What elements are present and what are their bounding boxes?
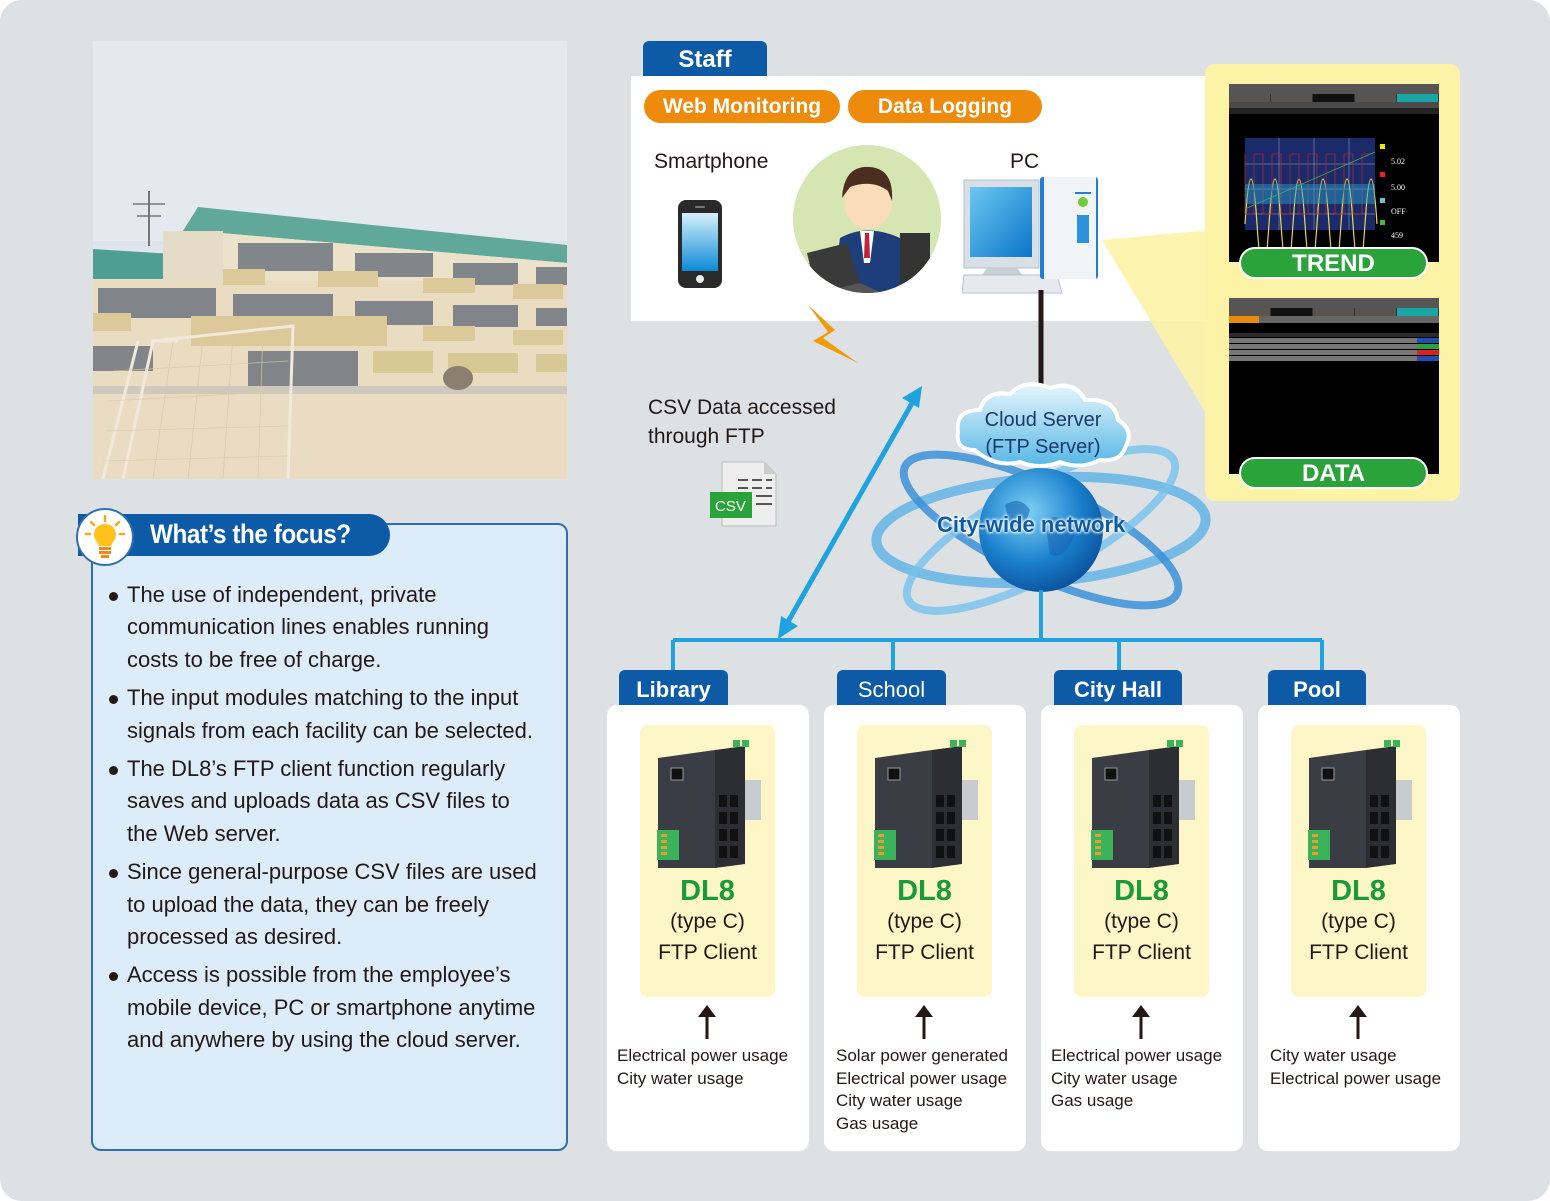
csv-file-icon: CSV [710,461,777,527]
facility-card-city-hall: DL8 (type C) FTP Client Electrical power… [1041,705,1243,1151]
facility-card-school: DL8 (type C) FTP Client Solar power gene… [824,705,1026,1151]
dl8-device-icon [1308,740,1412,868]
input-item: Electrical power usage [1051,1046,1223,1065]
input-item: City water usage [836,1091,963,1111]
device-type: (type C) [887,910,962,933]
svg-text:5.02: 5.02 [1391,157,1405,166]
device-role: FTP Client [1092,941,1191,964]
facility-inputs: City water usage Electrical power usage [1270,1045,1441,1090]
lightbulb-icon [76,508,134,566]
data-screen [1229,298,1439,474]
input-item: Electrical power usage [836,1068,1008,1088]
facility-tab-library: Library [619,670,728,706]
network-diagram [671,290,1324,672]
dl8-device-icon [657,740,761,868]
wireless-lightning-icon [808,305,858,363]
cloud-server-label: Cloud Server (FTP Server) [978,407,1108,461]
facility-card-pool: DL8 (type C) FTP Client City water usage… [1258,705,1460,1151]
cloud-line-2: (FTP Server) [985,436,1101,458]
up-arrow-icon [1349,1005,1367,1039]
facility-tab-school: School [837,670,946,706]
network-bus-lines [671,590,1324,672]
up-arrow-icon [915,1005,933,1039]
data-button[interactable]: DATA [1239,457,1428,489]
up-arrow-icon [698,1005,716,1039]
device-model: DL8 [680,875,735,907]
cloud-server-icon [955,382,1131,468]
svg-text:OFF: OFF [1391,207,1406,216]
data-table [1229,333,1439,361]
facility-tab-city-hall: City Hall [1054,670,1182,706]
smartphone-label: Smartphone [654,150,769,173]
device-panel: DL8 (type C) FTP Client [857,725,992,997]
input-item: Electrical power usage [1270,1068,1442,1088]
device-panel: DL8 (type C) FTP Client [1074,725,1209,997]
input-item: Electrical power usage [617,1046,789,1065]
facility-inputs: Electrical power usage City water usage … [1051,1045,1222,1113]
input-item: Gas usage [836,1114,919,1134]
staff-tab: Staff [643,41,767,77]
input-item: City water usage [617,1068,744,1088]
device-role: FTP Client [875,941,974,964]
input-item: Gas usage [1051,1091,1134,1111]
focus-item: The input modules matching to the input … [105,682,545,747]
device-role: FTP Client [658,941,757,964]
web-monitoring-pill: Web Monitoring [644,90,840,123]
facility-tab-pool: Pool [1268,670,1366,706]
pc-icon [962,177,1098,294]
svg-text:5.00: 5.00 [1391,183,1405,192]
input-item: City water usage [1270,1046,1397,1065]
csv-icon-text: CSV [715,498,746,515]
focus-list: The use of independent, private communic… [105,579,545,1063]
facility-inputs: Electrical power usage City water usage [617,1045,788,1090]
focus-title: What’s the focus? [150,519,351,549]
device-panel: DL8 (type C) FTP Client [1291,725,1426,997]
trend-button[interactable]: TREND [1239,247,1428,279]
staff-person-icon [793,145,941,293]
device-type: (type C) [1104,910,1179,933]
device-role: FTP Client [1309,941,1408,964]
dl8-device-icon [874,740,978,868]
device-type: (type C) [670,910,745,933]
device-model: DL8 [1114,875,1169,907]
school-photo [93,41,567,479]
focus-panel: The use of independent, private communic… [91,523,568,1151]
device-panel: DL8 (type C) FTP Client [640,725,775,997]
focus-item: Since general-purpose CSV files are used… [105,856,545,953]
cloud-line-1: Cloud Server [984,409,1102,431]
facility-inputs: Solar power generated Electrical power u… [836,1045,1008,1136]
input-item: Solar power generated [836,1046,1009,1065]
svg-text:459: 459 [1391,231,1403,240]
callout-pointer [1102,230,1210,420]
focus-item: The DL8’s FTP client function regularly … [105,753,545,850]
ftp-access-arrow [782,396,918,629]
facility-card-library: DL8 (type C) FTP Client Electrical power… [607,705,809,1151]
device-type: (type C) [1321,910,1396,933]
globe-icon [979,468,1103,592]
csv-access-label: CSV Data accessed through FTP [648,396,836,448]
dl8-device-icon [1091,740,1195,868]
focus-item: The use of independent, private communic… [105,579,545,676]
smartphone-icon [678,200,722,288]
device-model: DL8 [1331,875,1386,907]
pc-label: PC [1010,150,1040,173]
input-item: City water usage [1051,1068,1178,1088]
focus-item: Access is possible from the employee’s m… [105,959,545,1056]
data-logging-pill: Data Logging [848,90,1042,123]
up-arrow-icon [1132,1005,1150,1039]
city-wide-network-label: City-wide network [937,512,1126,537]
device-model: DL8 [897,875,952,907]
